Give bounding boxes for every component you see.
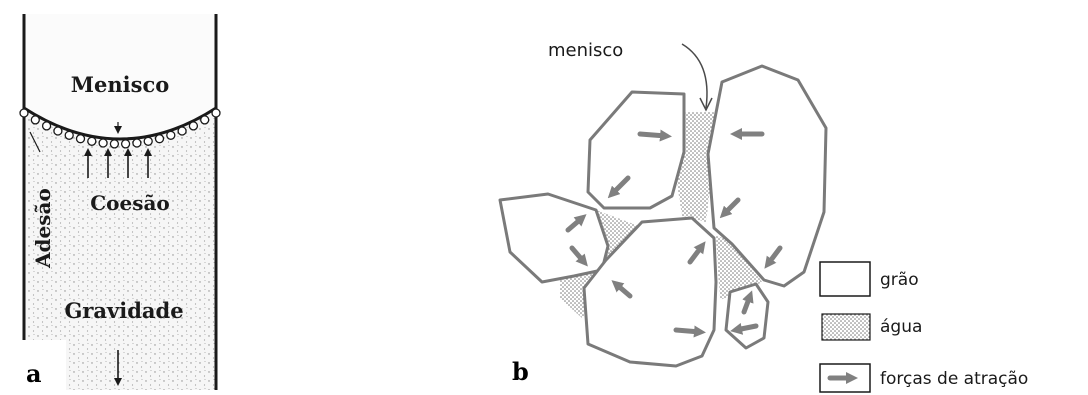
attraction-arrow xyxy=(676,330,700,332)
molecule xyxy=(201,116,209,124)
molecule xyxy=(156,135,164,143)
molecule xyxy=(65,131,73,139)
attraction-arrow xyxy=(640,134,666,136)
legend-label-forces: forças de atração xyxy=(880,369,1028,389)
molecule xyxy=(88,137,96,145)
molecule xyxy=(189,122,197,130)
grain-left xyxy=(500,194,608,282)
molecule xyxy=(122,140,130,148)
legend-swatch-water xyxy=(822,314,870,340)
meniscus-label-b: menisco xyxy=(548,40,623,61)
molecule xyxy=(77,135,85,143)
molecule xyxy=(43,122,51,130)
legend-swatch-grain xyxy=(820,262,870,296)
legend: grão água forças de atração xyxy=(820,262,1028,392)
grains xyxy=(500,66,826,366)
panel-b: menisco b grão água f xyxy=(500,40,1028,392)
meniscus-pointer xyxy=(682,44,707,108)
molecule xyxy=(178,127,186,135)
molecule xyxy=(31,116,39,124)
molecule xyxy=(133,139,141,147)
panel-b-label: b xyxy=(512,357,529,386)
grain-small-right xyxy=(726,284,768,348)
meniscus-label: Menisco xyxy=(71,72,169,97)
molecule xyxy=(20,109,28,117)
legend-label-grain: grão xyxy=(880,270,919,290)
molecule xyxy=(144,137,152,145)
panel-a-label: a xyxy=(26,359,42,388)
molecule xyxy=(99,139,107,147)
panel-a: Menisco Coesão Adesão Gravidade a xyxy=(8,14,220,390)
legend-label-water: água xyxy=(880,317,922,337)
adhesion-label: Adesão xyxy=(31,188,55,269)
gravity-label: Gravidade xyxy=(64,298,183,323)
grain-upper-left xyxy=(588,92,684,208)
molecule xyxy=(54,127,62,135)
cohesion-label: Coesão xyxy=(90,191,170,215)
molecule xyxy=(110,140,118,148)
molecule xyxy=(167,131,175,139)
molecule xyxy=(212,109,220,117)
